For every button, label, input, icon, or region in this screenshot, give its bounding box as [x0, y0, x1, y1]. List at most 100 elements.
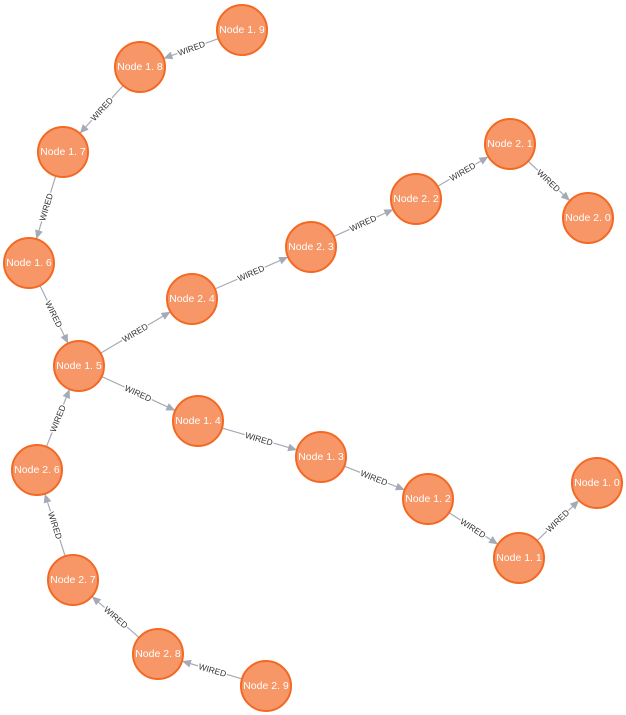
- edge-n14-n13[interactable]: WIRED: [221, 427, 298, 452]
- node-circle[interactable]: [562, 192, 614, 244]
- edge-label-group: WIRED: [36, 190, 56, 223]
- node-n15[interactable]: Node 1. 5: [53, 340, 105, 392]
- node-circle[interactable]: [172, 395, 224, 447]
- edge-label: WIRED: [244, 430, 274, 448]
- node-circle[interactable]: [47, 554, 99, 606]
- node-circle[interactable]: [295, 431, 347, 483]
- node-n21[interactable]: Node 2. 1: [484, 118, 536, 170]
- node-circle[interactable]: [37, 126, 89, 178]
- edge-n13-n12[interactable]: WIRED: [344, 465, 405, 491]
- node-n27[interactable]: Node 2. 7: [47, 554, 99, 606]
- node-n26[interactable]: Node 2. 6: [11, 444, 63, 496]
- edge-n12-n11[interactable]: WIRED: [448, 512, 499, 545]
- node-circle[interactable]: [53, 340, 105, 392]
- node-n17[interactable]: Node 1. 7: [37, 126, 89, 178]
- node-label: Node 2. 9: [243, 680, 289, 692]
- edge-label: WIRED: [348, 213, 378, 234]
- node-circle[interactable]: [132, 628, 184, 680]
- node-circle[interactable]: [285, 221, 337, 273]
- edge-label-group: WIRED: [119, 319, 151, 345]
- node-circle[interactable]: [493, 532, 545, 584]
- edge-n15-n14[interactable]: WIRED: [101, 375, 176, 411]
- edge-n23-n22[interactable]: WIRED: [333, 209, 394, 238]
- node-n16[interactable]: Node 1. 6: [3, 237, 55, 289]
- node-label: Node 2. 2: [393, 193, 439, 205]
- edge-label-group: WIRED: [45, 509, 66, 542]
- node-circle[interactable]: [240, 660, 292, 712]
- edge-label-group: WIRED: [101, 602, 132, 631]
- edge-label-background: [358, 466, 391, 488]
- node-n28[interactable]: Node 2. 8: [132, 628, 184, 680]
- edge-label-background: [234, 261, 267, 284]
- node-n20[interactable]: Node 2. 0: [562, 192, 614, 244]
- edge-label: WIRED: [448, 160, 478, 183]
- edge-label: WIRED: [535, 167, 562, 194]
- node-label: Node 1. 6: [6, 257, 52, 269]
- edge-n21-n20[interactable]: WIRED: [527, 160, 570, 201]
- edge-label: WIRED: [46, 510, 64, 540]
- node-circle[interactable]: [571, 457, 623, 509]
- edge-label-group: WIRED: [243, 428, 276, 448]
- edge-label-background: [446, 158, 479, 184]
- edge-label-background: [534, 165, 564, 195]
- edge-label-background: [196, 660, 229, 680]
- edge-n27-n26[interactable]: WIRED: [43, 493, 66, 557]
- node-circle[interactable]: [166, 273, 218, 325]
- node-label: Node 2. 8: [135, 648, 181, 660]
- edge-label: WIRED: [120, 321, 149, 344]
- node-n29[interactable]: Node 2. 9: [240, 660, 292, 712]
- nodes-layer: Node 1. 9 Node 1. 8 Node 1. 7 Node 1. 6 Node…: [3, 4, 623, 712]
- node-n10[interactable]: Node 1. 0: [571, 457, 623, 509]
- edge-n15-n24[interactable]: WIRED: [100, 311, 171, 354]
- node-circle[interactable]: [114, 41, 166, 93]
- node-circle[interactable]: [402, 473, 454, 525]
- node-n11[interactable]: Node 1. 1: [493, 532, 545, 584]
- node-label: Node 1. 1: [496, 552, 542, 564]
- edge-label-background: [36, 190, 56, 223]
- node-n22[interactable]: Node 2. 2: [390, 173, 442, 225]
- edge-n16-n15[interactable]: WIRED: [39, 285, 69, 344]
- node-label: Node 2. 4: [169, 293, 215, 305]
- node-n12[interactable]: Node 1. 2: [402, 473, 454, 525]
- edge-n28-n27[interactable]: WIRED: [91, 596, 140, 639]
- node-label: Node 1. 8: [117, 61, 163, 73]
- node-label: Node 1. 7: [40, 146, 86, 158]
- edge-label: WIRED: [197, 661, 227, 679]
- node-label: Node 2. 0: [565, 212, 611, 224]
- node-n18[interactable]: Node 1. 8: [114, 41, 166, 93]
- node-label: Node 1. 4: [175, 415, 221, 427]
- node-label: Node 2. 1: [487, 138, 533, 150]
- node-circle[interactable]: [3, 237, 55, 289]
- edge-label-group: WIRED: [234, 261, 267, 284]
- node-circle[interactable]: [216, 4, 268, 56]
- node-circle[interactable]: [390, 173, 442, 225]
- edge-n26-n15[interactable]: WIRED: [45, 389, 70, 448]
- node-label: Node 1. 3: [298, 451, 344, 463]
- edge-label-group: WIRED: [42, 297, 66, 330]
- edge-n19-n18[interactable]: WIRED: [163, 37, 219, 60]
- edge-label: WIRED: [37, 192, 55, 222]
- node-n14[interactable]: Node 1. 4: [172, 395, 224, 447]
- edge-label-group: WIRED: [346, 211, 379, 234]
- node-n19[interactable]: Node 1. 9: [216, 4, 268, 56]
- node-circle[interactable]: [11, 444, 63, 496]
- edge-n17-n16[interactable]: WIRED: [35, 175, 57, 240]
- edge-n18-n17[interactable]: WIRED: [79, 85, 124, 134]
- edge-label-group: WIRED: [122, 381, 155, 405]
- node-n24[interactable]: Node 2. 4: [166, 273, 218, 325]
- edge-label-background: [542, 506, 572, 535]
- edge-n22-n21[interactable]: WIRED: [437, 156, 489, 187]
- edge-n11-n10[interactable]: WIRED: [536, 500, 579, 542]
- edge-n24-n23[interactable]: WIRED: [214, 256, 289, 290]
- node-n23[interactable]: Node 2. 3: [285, 221, 337, 273]
- node-circle[interactable]: [484, 118, 536, 170]
- edge-label: WIRED: [43, 299, 64, 329]
- node-label: Node 1. 0: [574, 477, 620, 489]
- node-n13[interactable]: Node 1. 3: [295, 431, 347, 483]
- edge-label-background: [346, 211, 379, 234]
- node-label: Node 1. 5: [56, 360, 102, 372]
- edge-n29-n28[interactable]: WIRED: [181, 659, 243, 680]
- edge-label-background: [119, 319, 151, 345]
- edge-label: WIRED: [359, 468, 389, 488]
